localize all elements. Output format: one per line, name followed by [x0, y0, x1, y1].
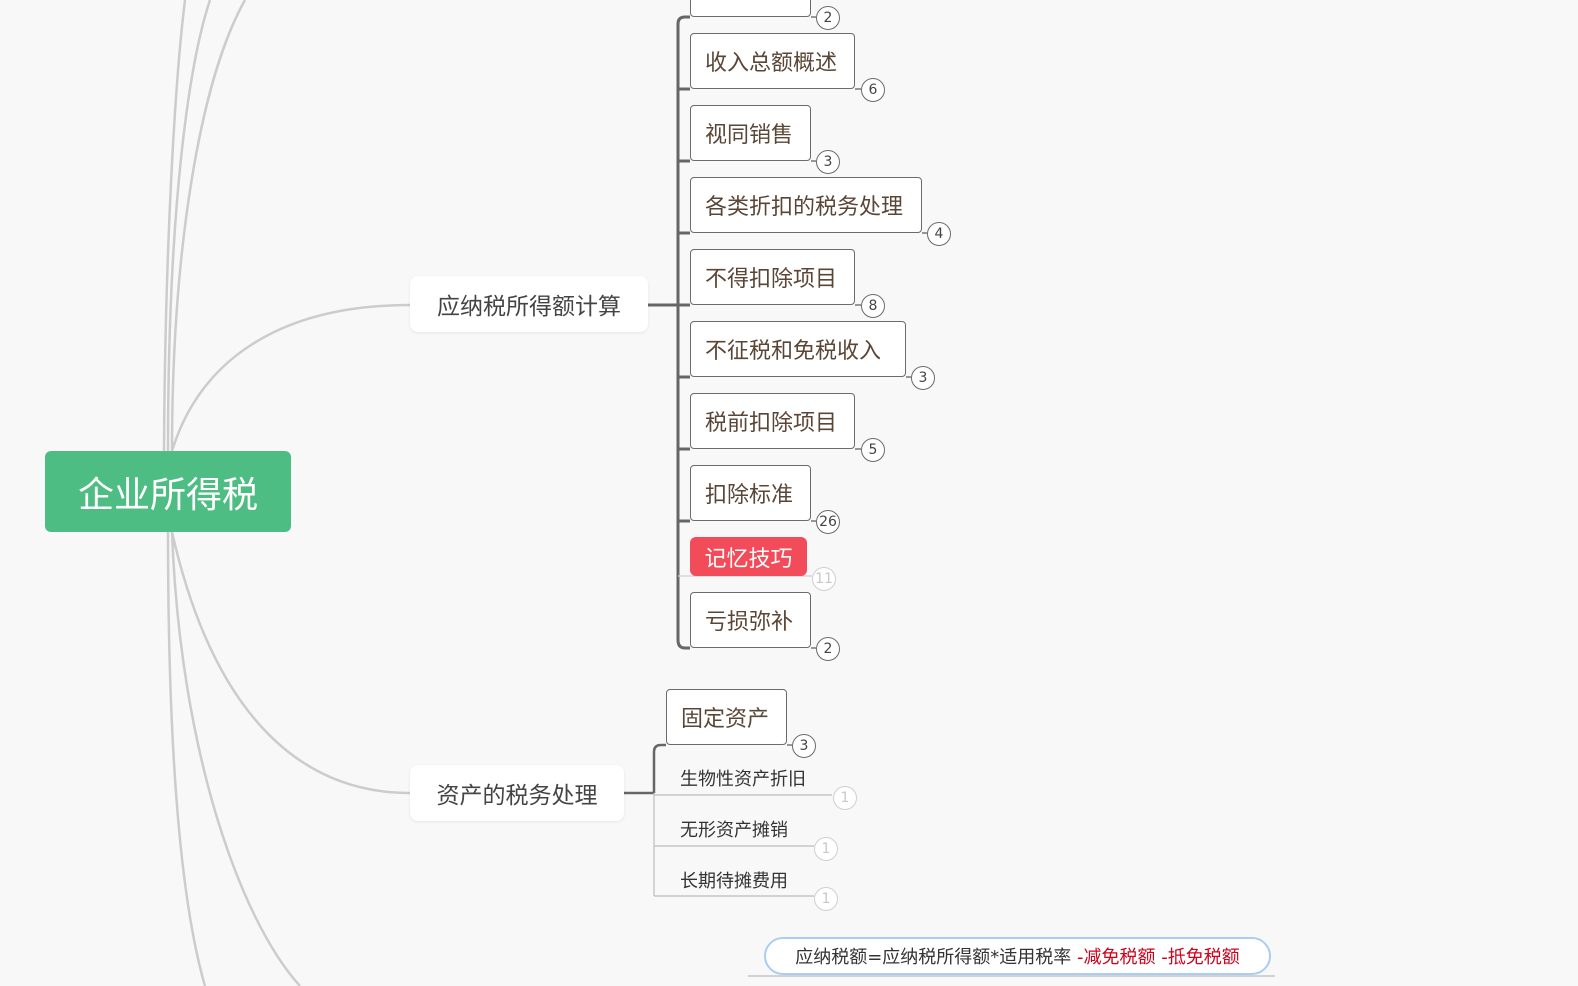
subtopic-fixed-assets[interactable]: 固定资产	[666, 689, 787, 745]
count-badge[interactable]: 6	[861, 78, 885, 102]
formula-credit: -抵免税额	[1161, 947, 1240, 968]
root-topic[interactable]: 企业所得税	[45, 451, 291, 532]
subtopic-long-term-expenses[interactable]: 长期待摊费用	[680, 871, 788, 892]
formula-topic[interactable]: 应纳税额=应纳税所得额*适用税率 -减免税额 -抵免税额	[764, 937, 1271, 975]
subtopic-exempt-income[interactable]: 不征税和免税收入	[690, 321, 906, 377]
count-badge[interactable]: 8	[861, 294, 885, 318]
branch-taxable-income[interactable]: 应纳税所得额计算	[410, 276, 648, 332]
count-badge[interactable]: 2	[816, 637, 840, 661]
subtopic-loss-carryforward[interactable]: 亏损弥补	[690, 592, 811, 648]
subtopic-discounts[interactable]: 各类折扣的税务处理	[690, 177, 922, 233]
subtopic-clipped[interactable]	[690, 0, 811, 17]
subtopic-biological-assets[interactable]: 生物性资产折旧	[680, 769, 806, 790]
subtopic-memory-tips[interactable]: 记忆技巧	[690, 537, 807, 576]
count-badge[interactable]: 3	[911, 366, 935, 390]
formula-main: 应纳税额=应纳税所得额*适用税率	[795, 947, 1072, 968]
branch-asset-tax[interactable]: 资产的税务处理	[410, 765, 624, 821]
count-badge[interactable]: 2	[816, 6, 840, 30]
count-badge[interactable]: 3	[816, 150, 840, 174]
count-badge[interactable]: 3	[792, 734, 816, 758]
count-badge[interactable]: 5	[861, 438, 885, 462]
subtopic-pretax-deductions[interactable]: 税前扣除项目	[690, 393, 855, 449]
count-badge[interactable]: 1	[814, 837, 838, 861]
subtopic-income-overview[interactable]: 收入总额概述	[690, 33, 855, 89]
count-badge[interactable]: 11	[812, 567, 836, 591]
subtopic-intangible-amortization[interactable]: 无形资产摊销	[680, 820, 788, 841]
count-badge[interactable]: 1	[833, 786, 857, 810]
count-badge[interactable]: 26	[816, 510, 840, 534]
subtopic-deduction-standards[interactable]: 扣除标准	[690, 465, 811, 521]
subtopic-non-deductible[interactable]: 不得扣除项目	[690, 249, 855, 305]
formula-reduction: -减免税额	[1077, 947, 1156, 968]
subtopic-deemed-sales[interactable]: 视同销售	[690, 105, 811, 161]
count-badge[interactable]: 4	[927, 222, 951, 246]
count-badge[interactable]: 1	[814, 887, 838, 911]
